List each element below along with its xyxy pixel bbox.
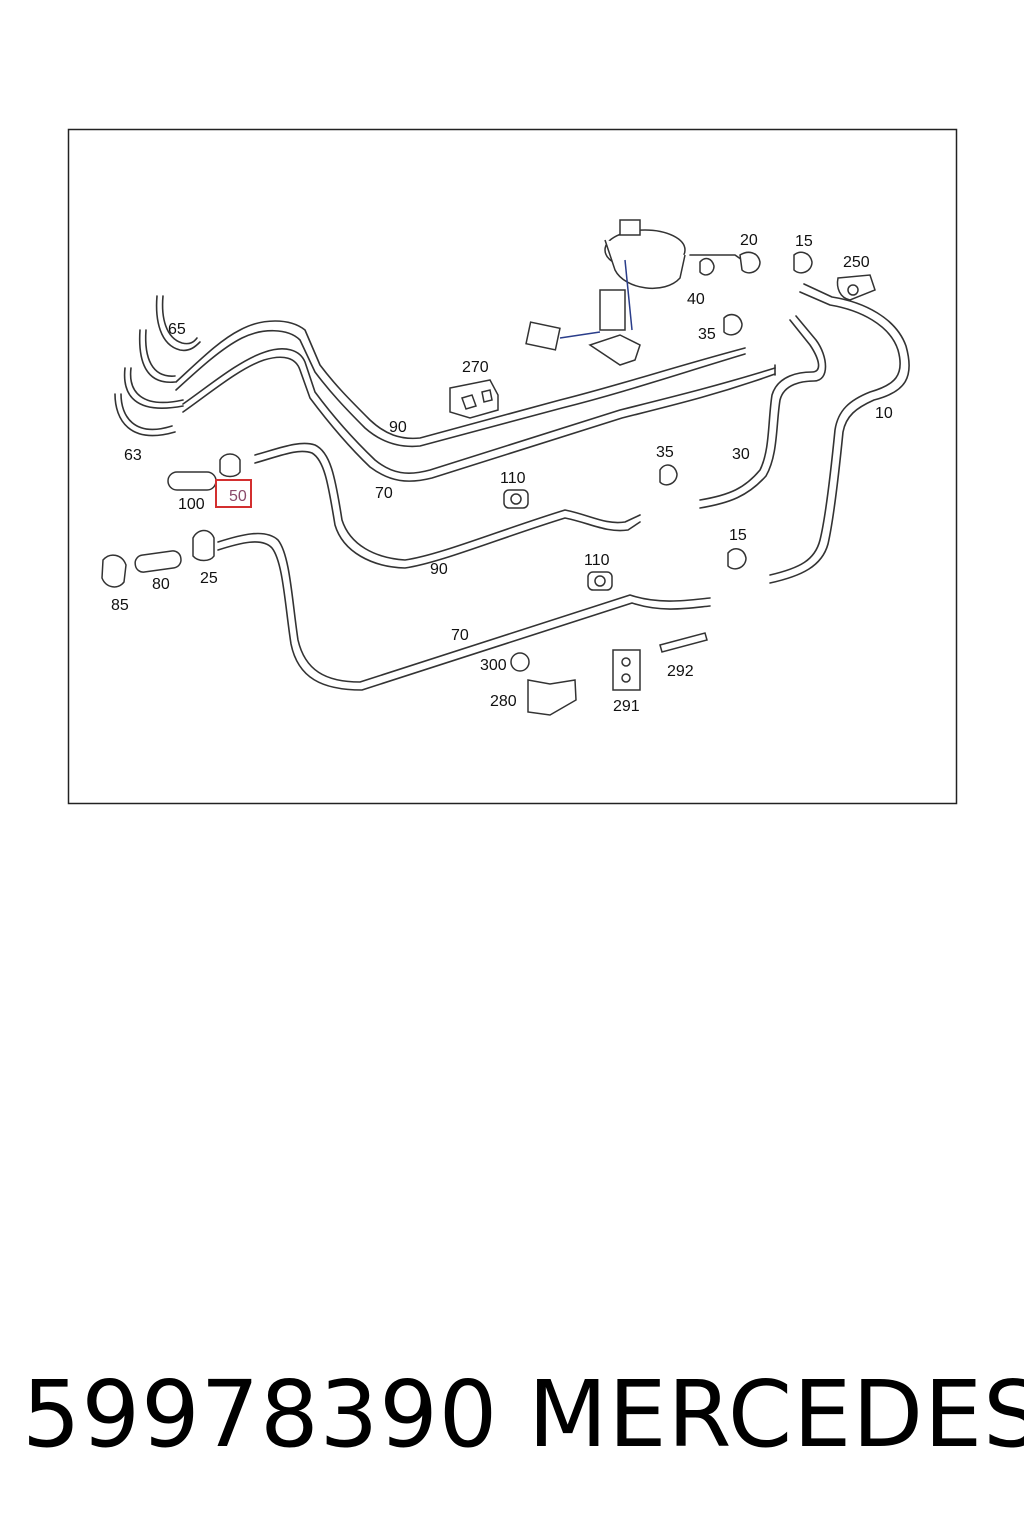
fuel-line-70-upper [182,348,776,482]
callout-85: 85 [111,597,129,614]
callout-10: 10 [875,405,893,422]
callout-15: 15 [729,527,747,544]
mounting-parts-bottom [510,632,708,716]
thin-line [689,254,746,263]
callout-270: 270 [462,359,489,376]
callout-20: 20 [740,232,758,249]
clamp-parts-top [659,251,876,570]
callout-280: 280 [490,693,517,710]
fuel-line-70-lower [217,532,711,691]
callout-70: 70 [451,627,469,644]
callout-63: 63 [124,447,142,464]
callout-50-highlighted: 50 [229,488,247,505]
brand-name: MERCEDES [528,1361,1024,1468]
callout-labels: 20 15 250 40 35 65 270 90 10 63 70 110 3… [111,232,893,715]
callout-30: 30 [732,446,750,463]
fuel-line-30 [699,315,827,509]
fuel-line-10 [769,283,910,584]
callout-110: 110 [500,470,526,487]
parts-diagram: 20 15 250 40 35 65 270 90 10 63 70 110 3… [67,128,958,805]
part-number: 59978390 [22,1361,499,1468]
fuel-line-90-lower [254,442,641,569]
diagram-frame [67,128,958,805]
hose-65 [155,295,201,352]
callout-300: 300 [480,657,507,674]
callout-90: 90 [430,561,448,578]
callout-65: 65 [168,321,186,338]
highlight-box [215,479,252,508]
hose-group-63 [114,329,184,437]
callout-292: 292 [667,663,694,680]
callout-291: 291 [613,698,640,715]
callout-80: 80 [152,576,170,593]
callout-15: 15 [795,233,813,250]
grommets-110 [503,489,613,591]
clamp-parts-left [101,453,241,588]
callout-35: 35 [698,326,716,343]
callout-100: 100 [178,496,205,513]
bracket-270 [449,379,499,419]
callout-110: 110 [584,552,610,569]
fuel-pump-assembly [525,219,686,366]
footer-caption: 59978390 MERCEDES [0,1345,1024,1485]
callout-35: 35 [656,444,674,461]
callout-90: 90 [389,419,407,436]
callout-250: 250 [843,254,870,271]
callout-25: 25 [200,570,218,587]
fuel-line-90-upper [175,320,746,448]
callout-40: 40 [687,291,705,308]
callout-70: 70 [375,485,393,502]
